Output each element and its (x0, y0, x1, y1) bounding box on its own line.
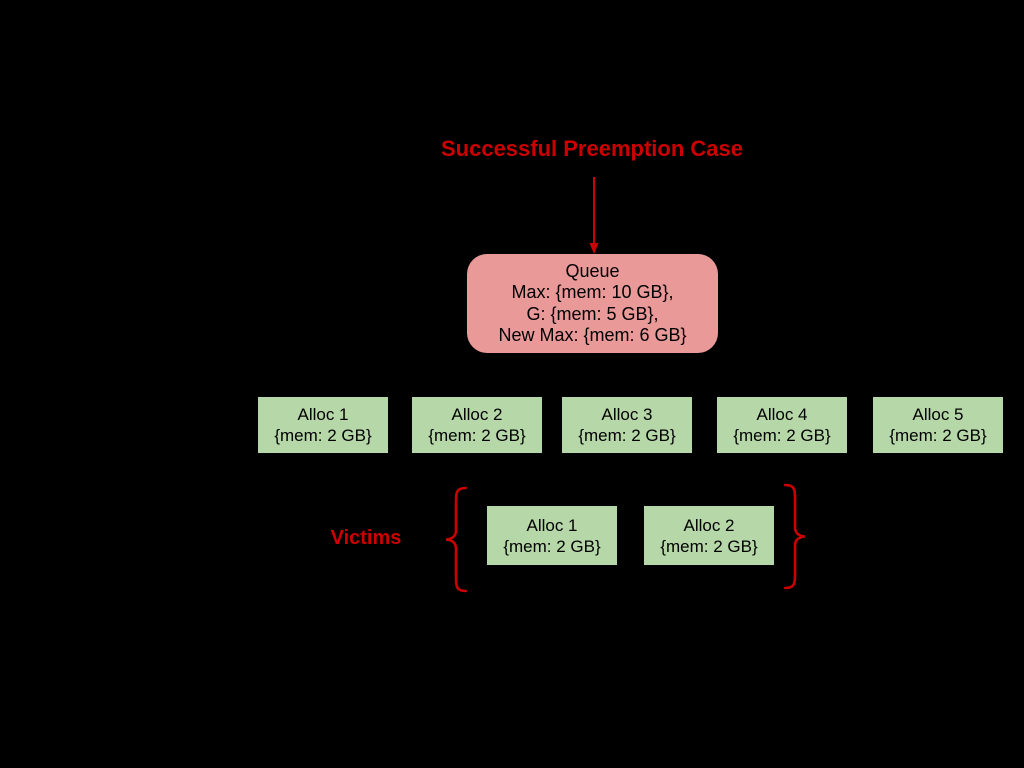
alloc-node-2-name: Alloc 2 (451, 405, 503, 424)
queue-node-new-max: New Max: {mem: 6 GB} (498, 325, 687, 345)
alloc-node-2-mem: {mem: 2 GB} (428, 426, 526, 445)
alloc-node-4-name: Alloc 4 (756, 405, 808, 424)
victim-node-1-name: Alloc 1 (526, 515, 578, 535)
victims-label: Victims (330, 527, 402, 549)
victim-node-2: Alloc 2 {mem: 2 GB} (644, 506, 774, 565)
alloc-node-5: Alloc 5 {mem: 2 GB} (873, 397, 1003, 453)
diagram-title: Successful Preemption Case (440, 136, 743, 161)
victim-node-1-mem: {mem: 2 GB} (503, 536, 601, 556)
victim-node-2-mem: {mem: 2 GB} (660, 536, 758, 556)
alloc-node-1-mem: {mem: 2 GB} (274, 426, 372, 445)
alloc-node-3: Alloc 3 {mem: 2 GB} (562, 397, 692, 453)
queue-node: Queue Max: {mem: 10 GB}, G: {mem: 5 GB},… (467, 254, 718, 353)
right-curly-brace-path (783, 483, 806, 590)
alloc-node-1-name: Alloc 1 (297, 405, 349, 424)
alloc-node-3-mem: {mem: 2 GB} (578, 426, 676, 445)
queue-node-title: Queue (565, 260, 620, 281)
left-curly-brace-icon (445, 486, 468, 593)
left-curly-brace-path (445, 486, 468, 593)
queue-node-max: Max: {mem: 10 GB}, (511, 282, 674, 302)
victim-node-2-name: Alloc 2 (683, 515, 735, 535)
alloc-node-5-mem: {mem: 2 GB} (889, 426, 987, 445)
alloc-node-5-name: Alloc 5 (912, 405, 964, 424)
alloc-node-2: Alloc 2 {mem: 2 GB} (412, 397, 542, 453)
alloc-node-4-mem: {mem: 2 GB} (733, 426, 831, 445)
down-arrow-icon (589, 177, 599, 254)
queue-node-g: G: {mem: 5 GB}, (526, 303, 659, 324)
victim-node-1: Alloc 1 {mem: 2 GB} (487, 506, 617, 565)
alloc-node-1: Alloc 1 {mem: 2 GB} (258, 397, 388, 453)
alloc-node-3-name: Alloc 3 (601, 405, 653, 424)
alloc-node-4: Alloc 4 {mem: 2 GB} (717, 397, 847, 453)
down-arrow-head (589, 243, 599, 254)
right-curly-brace-icon (783, 483, 806, 590)
